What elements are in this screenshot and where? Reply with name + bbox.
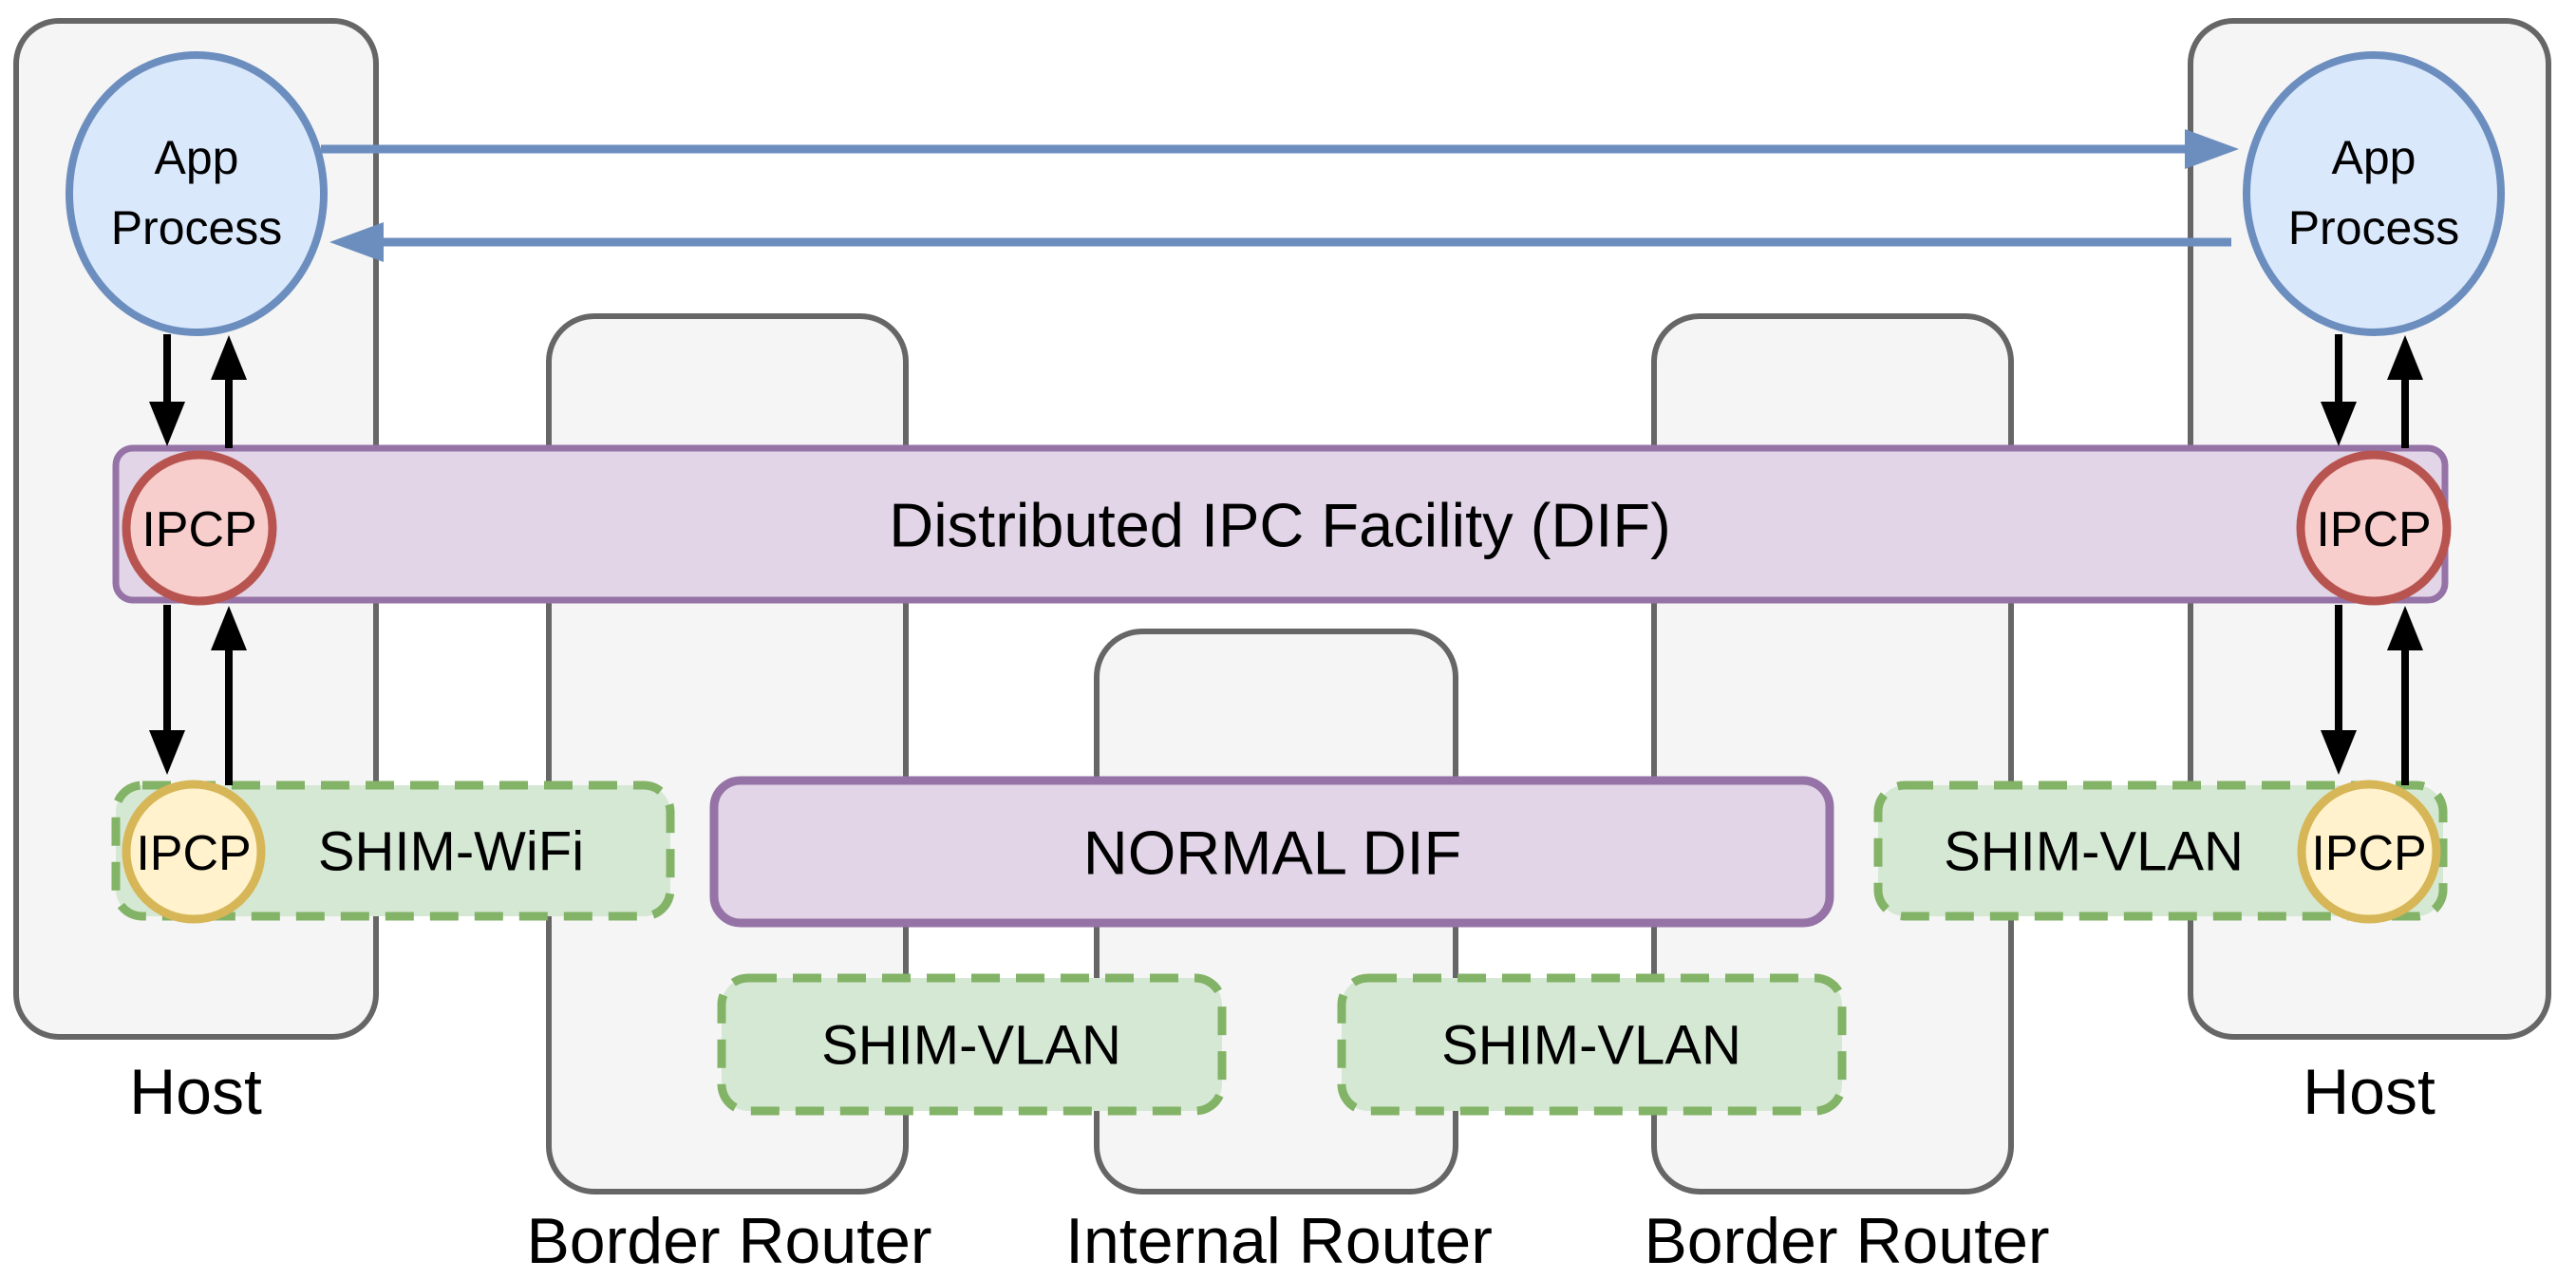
shim-wifi-label: SHIM-WiFi [318, 821, 584, 883]
app-process-right-circle [2243, 51, 2505, 336]
arrow-app-left-to-right [321, 129, 2239, 169]
ipcp-shim-right-circle [2297, 780, 2441, 924]
arrow-right-app-down-to-dif [2321, 334, 2357, 446]
arrow-app-right-to-left [329, 222, 2231, 262]
arrow-right-dif-down-to-shim [2321, 605, 2357, 775]
ipcp-shim-left-circle [122, 780, 266, 924]
arrow-right-shim-up-to-dif [2387, 606, 2423, 785]
internal-router-label: Internal Router [1065, 1205, 1493, 1277]
arrow-head [2321, 730, 2357, 775]
arrow-app-right-to-left-head [329, 222, 384, 262]
dif-band-label: Distributed IPC Facility (DIF) [889, 491, 1670, 560]
normal-dif-label: NORMAL DIF [1083, 818, 1461, 888]
ipcp-dif-right-circle [2296, 450, 2452, 606]
arrow-head [2387, 606, 2423, 650]
arrow-left-app-down-to-dif [149, 334, 185, 446]
shim-vlan-bottom-left-label: SHIM-VLAN [821, 1015, 1121, 1077]
app-process-right-label-line2: Process [2288, 201, 2460, 254]
arrow-head [2321, 402, 2357, 446]
shim-vlan-right-label: SHIM-VLAN [1944, 821, 2244, 883]
app-process-left-circle [66, 51, 328, 336]
arrow-left-shim-up-to-dif [211, 606, 247, 785]
ipcp-dif-left-label: IPCP [141, 502, 256, 557]
host-right-label: Host [2303, 1056, 2435, 1128]
arrow-app-left-to-right-head [2185, 129, 2239, 169]
border-router-right-label: Border Router [1644, 1205, 2049, 1277]
shim-vlan-bottom-right-box [1337, 973, 1847, 1116]
ipcp-dif-left-circle [122, 450, 277, 606]
arrow-left-dif-down-to-shim [149, 605, 185, 775]
app-process-right-label-line1: App [2332, 131, 2416, 184]
arrow-head [211, 335, 247, 380]
shim-vlan-bottom-right-label: SHIM-VLAN [1441, 1015, 1741, 1077]
ipcp-shim-right-label: IPCP [2311, 826, 2426, 881]
shim-vlan-right-box [1873, 781, 2448, 921]
arrow-left-dif-up-to-app [211, 335, 247, 448]
arrow-right-dif-up-to-app [2387, 335, 2423, 448]
arrow-head [149, 730, 185, 775]
app-process-left-label-line1: App [155, 131, 239, 184]
app-process-left-label-line2: Process [111, 201, 283, 254]
shim-vlan-bottom-left-box [717, 973, 1227, 1116]
arrow-head [2387, 335, 2423, 380]
arrow-head [149, 402, 185, 446]
arrow-head [211, 606, 247, 650]
ipcp-shim-left-label: IPCP [136, 826, 251, 881]
normal-dif-box [709, 776, 1834, 928]
border-router-left-label: Border Router [526, 1205, 931, 1277]
ipcp-dif-right-label: IPCP [2316, 502, 2431, 557]
host-left-label: Host [129, 1056, 262, 1128]
